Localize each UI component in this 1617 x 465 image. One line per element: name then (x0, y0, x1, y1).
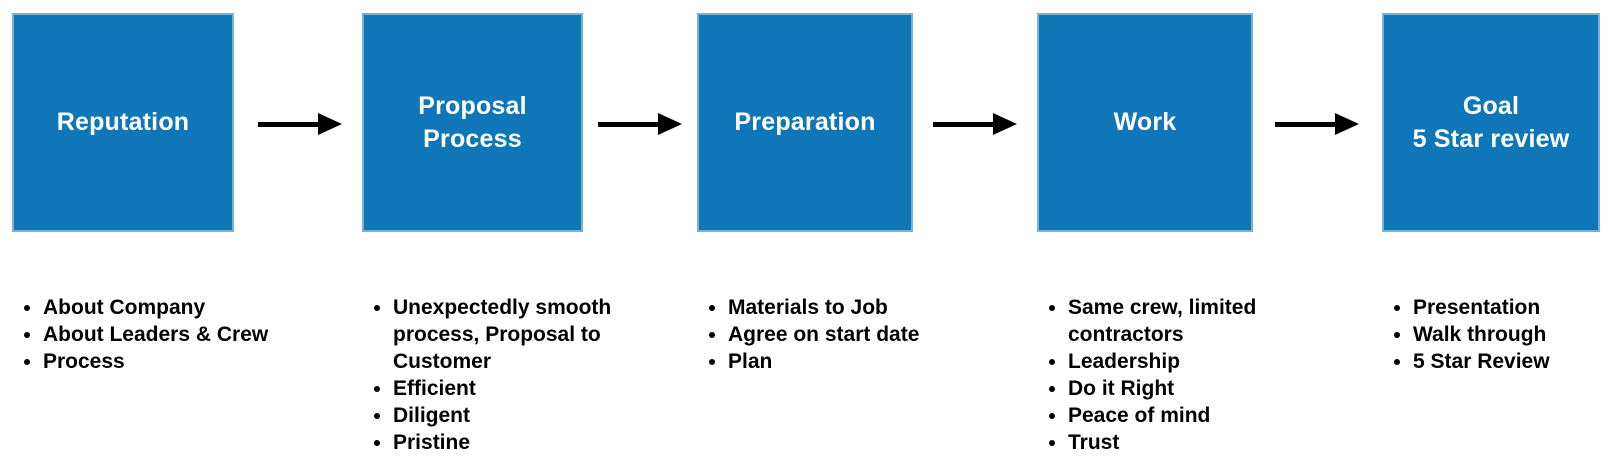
bullet-item: Same crew, limited contractors (1068, 294, 1298, 348)
bullet-item: Materials to Job (728, 294, 958, 321)
bullet-item: Walk through (1413, 321, 1617, 348)
bullet-item: Plan (728, 348, 958, 375)
bullet-item: About Leaders & Crew (43, 321, 328, 348)
stage-box-goal: Goal 5 Star review (1382, 13, 1600, 232)
bullet-item: Presentation (1413, 294, 1617, 321)
arrow-head (658, 113, 682, 135)
bullet-item: Efficient (393, 375, 623, 402)
bullet-item: Diligent (393, 402, 623, 429)
arrow-right-icon (1275, 113, 1359, 135)
stage-title: Proposal Process (418, 91, 527, 153)
arrow-right-icon (933, 113, 1017, 135)
bullet-item: Unexpectedly smooth process, Proposal to… (393, 294, 623, 375)
bullet-item: About Company (43, 294, 328, 321)
arrow-right-icon (258, 113, 342, 135)
stage-title: Goal 5 Star review (1412, 91, 1570, 153)
stage-box-work: Work (1037, 13, 1253, 232)
stage-box-proposal-process: Proposal Process (362, 13, 583, 232)
arrow-head (993, 113, 1017, 135)
bullet-item: Peace of mind (1068, 402, 1298, 429)
stage-bullet-list-work: Same crew, limited contractorsLeadership… (1037, 294, 1298, 456)
arrow-shaft (598, 121, 660, 127)
stage-bullet-list-preparation: Materials to JobAgree on start datePlan (697, 294, 958, 375)
bullet-item: Trust (1068, 429, 1298, 456)
bullet-item: Agree on start date (728, 321, 958, 348)
stage-bullet-list-proposal-process: Unexpectedly smooth process, Proposal to… (362, 294, 623, 456)
bullet-item: Leadership (1068, 348, 1298, 375)
arrow-shaft (258, 121, 320, 127)
bullet-item: Do it Right (1068, 375, 1298, 402)
stage-box-reputation: Reputation (12, 13, 234, 232)
bullet-item: 5 Star Review (1413, 348, 1617, 375)
bullet-item: Pristine (393, 429, 623, 456)
stage-title: Preparation (734, 108, 876, 136)
stage-box-preparation: Preparation (697, 13, 913, 232)
arrow-right-icon (598, 113, 682, 135)
bullet-item: Process (43, 348, 328, 375)
arrow-shaft (933, 121, 995, 127)
stage-title: Reputation (56, 108, 190, 136)
stage-bullet-list-reputation: About CompanyAbout Leaders & CrewProcess (12, 294, 328, 375)
arrow-shaft (1275, 121, 1337, 127)
arrow-head (318, 113, 342, 135)
arrow-head (1335, 113, 1359, 135)
stage-title: Work (1113, 108, 1177, 136)
stage-bullet-list-goal: PresentationWalk through5 Star Review (1382, 294, 1617, 375)
